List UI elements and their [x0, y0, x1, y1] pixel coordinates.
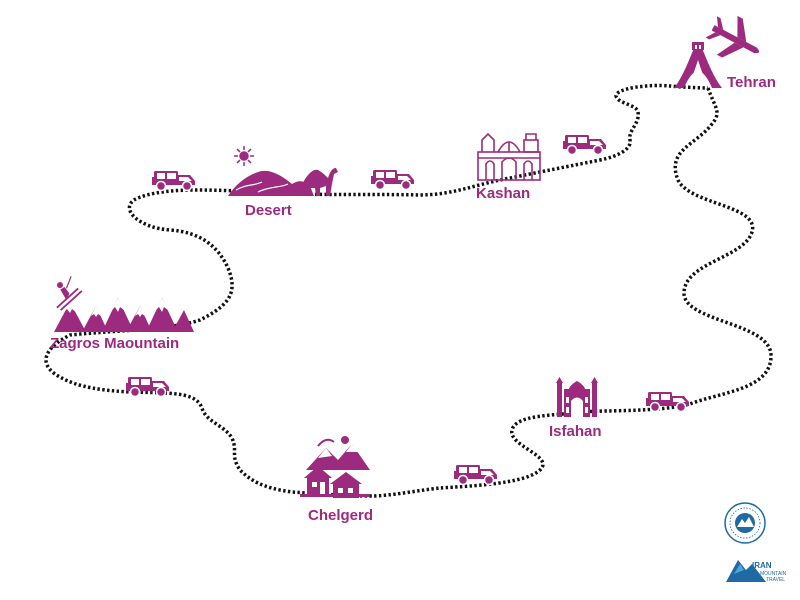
stop-label-zagros: Zagros Maountain [50, 335, 179, 352]
jeep-icon [370, 169, 415, 191]
stop-label-desert: Desert [245, 202, 292, 219]
mountain-skier-icon [54, 276, 194, 332]
brand-text-travel: TRAVEL [766, 577, 785, 583]
jeep-icon [151, 170, 196, 192]
iran-mountain-travel-logo-icon: IRAN MOUNTAIN TRAVEL [726, 560, 787, 583]
kashan-mosque-icon [477, 132, 541, 181]
jeep-icon [562, 134, 607, 156]
brand-text-iran: IRAN [752, 561, 772, 570]
stop-label-kashan: Kashan [476, 185, 530, 202]
stop-label-isfahan: Isfahan [549, 423, 602, 440]
jeep-icon [125, 376, 170, 398]
brand-text-mountain: MOUNTAIN [760, 571, 787, 577]
route-path [44, 83, 773, 498]
stop-label-chelgerd: Chelgerd [308, 507, 373, 524]
iran-tourism-seal-icon [724, 502, 766, 544]
desert-camel-icon [228, 146, 338, 196]
azadi-tower-icon [674, 42, 722, 88]
jeep-icon [453, 464, 498, 486]
stop-label-tehran: Tehran [727, 74, 776, 91]
sun-icon [234, 146, 254, 166]
village-houses-icon [300, 436, 370, 498]
airplane-icon [705, 15, 760, 58]
